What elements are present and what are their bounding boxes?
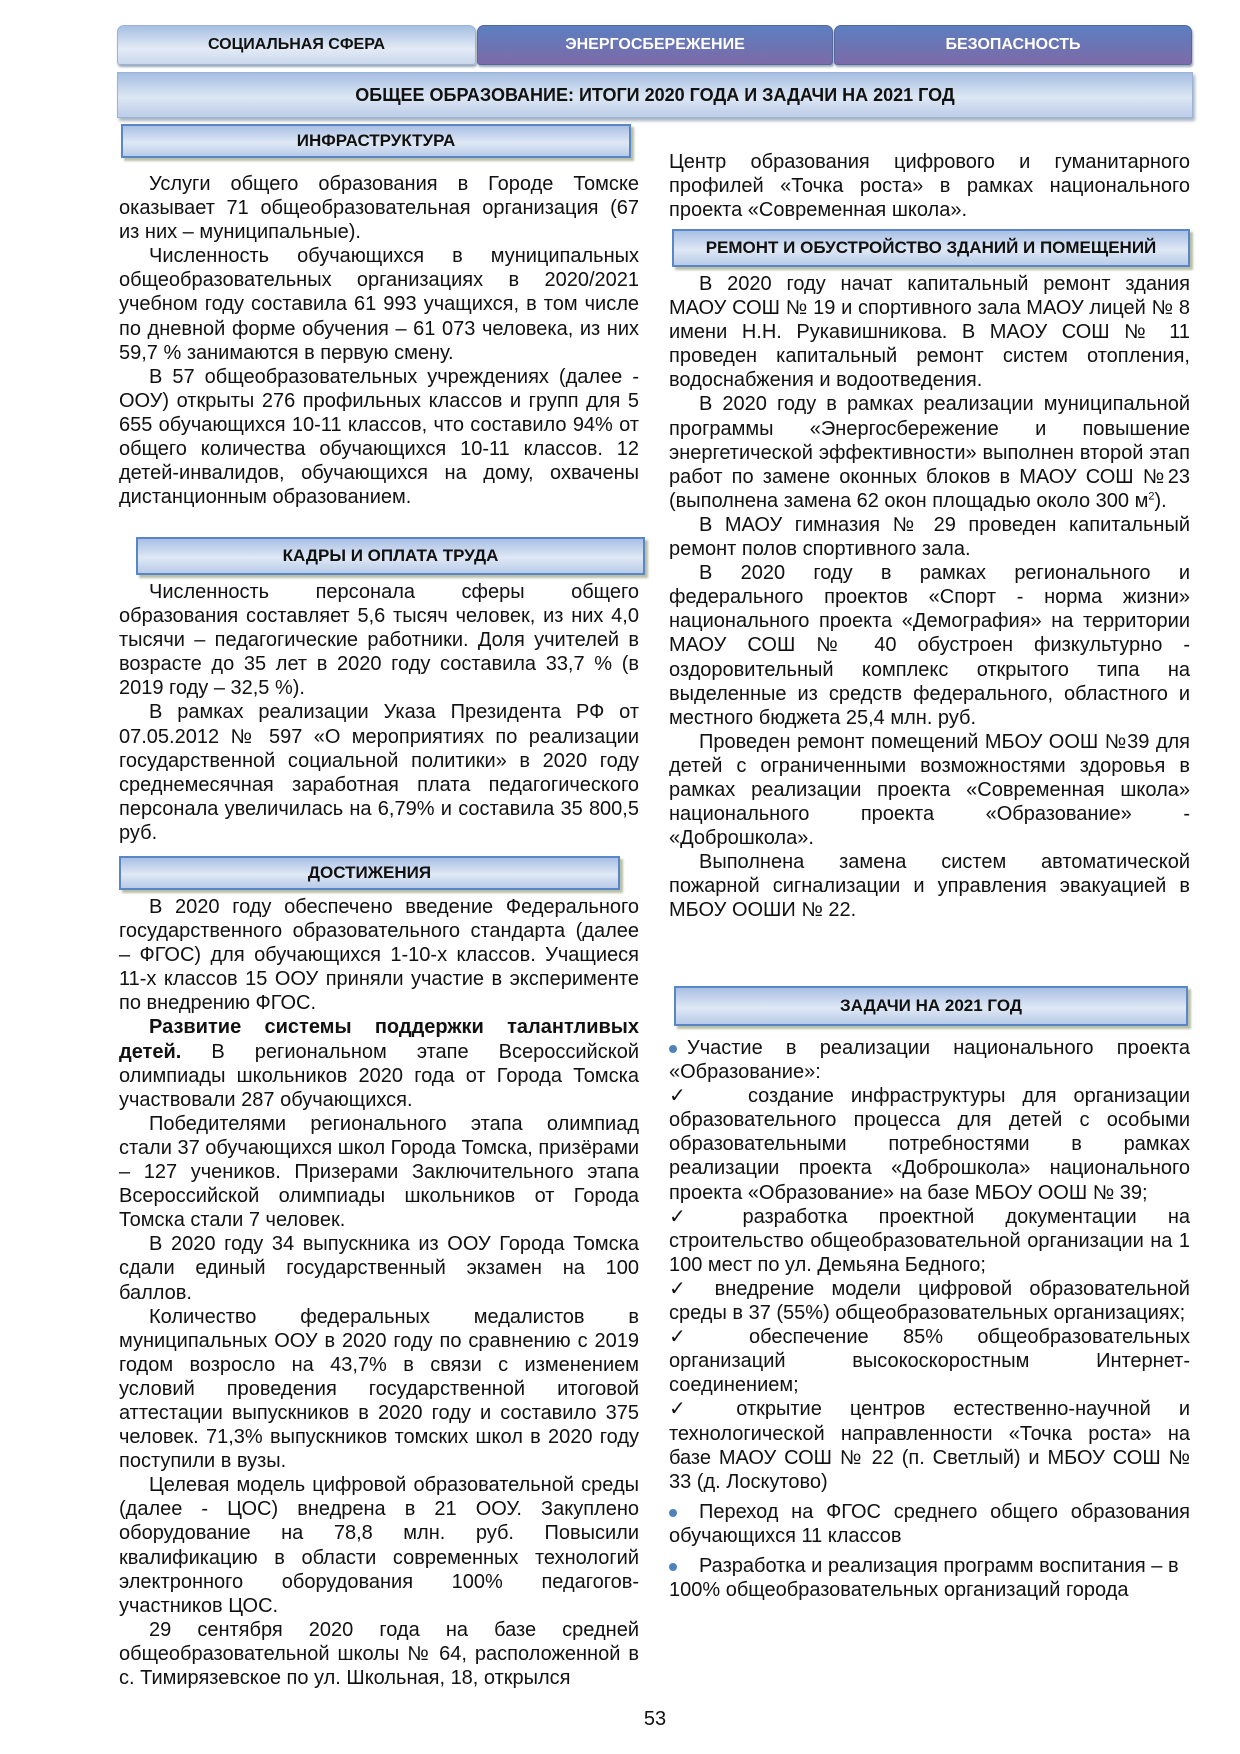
paragraph: Численность обучающихся в муниципальных … [119, 245, 639, 364]
checkmark-icon: ✓ [669, 1085, 698, 1108]
paragraph: В 2020 году обеспечено введение Федераль… [119, 896, 639, 1015]
paragraph: Целевая модель цифровой образовательной … [119, 1474, 639, 1617]
tab-social-sphere[interactable]: СОЦИАЛЬНАЯ СФЕРА [117, 25, 476, 65]
bold-lead: Развитие системы поддержки талантливых д… [119, 1016, 639, 1063]
paragraph: Выполнена замена систем автоматической п… [669, 851, 1190, 922]
bullet-icon [669, 1044, 677, 1053]
paragraph-end: ). [1154, 489, 1167, 512]
list-item: Участие в реализации национального проек… [669, 1036, 1190, 1084]
paragraph: Услуги общего образования в Городе Томск… [119, 173, 639, 244]
paragraph: Центр образования цифрового и гуманитарн… [669, 151, 1190, 222]
check-item-text: создание инфраструктуры для организации … [669, 1085, 1191, 1204]
tab-security[interactable]: БЕЗОПАСНОСТЬ [834, 25, 1192, 65]
paragraph: В 57 общеобразовательных учреждениях (да… [119, 365, 639, 509]
paragraph: Количество федеральных медалистов в муни… [119, 1305, 639, 1473]
check-item-text: внедрение модели цифровой образовательно… [669, 1277, 1190, 1325]
check-item: ✓ внедрение модели цифровой образователь… [669, 1277, 1190, 1325]
section-heading-repair: РЕМОНТ И ОБУСТРОЙСТВО ЗДАНИЙ И ПОМЕЩЕНИЙ [672, 229, 1190, 267]
section-heading-achievements: ДОСТИЖЕНИЯ [119, 856, 620, 890]
tab-energy-saving[interactable]: ЭНЕРГОСБЕРЕЖЕНИЕ [477, 25, 833, 65]
check-item-text: открытие центров естественно-научной и т… [669, 1398, 1191, 1493]
section-heading-tasks: ЗАДАЧИ НА 2021 ГОД [674, 986, 1188, 1026]
checkmark-icon: ✓ [669, 1277, 698, 1300]
section-heading-staff: КАДРЫ И ОПЛАТА ТРУДА [136, 537, 645, 575]
check-item-text: разработка проектной документации на стр… [669, 1205, 1191, 1276]
paragraph: Развитие системы поддержки талантливых д… [119, 1015, 639, 1111]
check-item-text: обеспечение 85% общеобразовательных орга… [669, 1326, 1190, 1397]
paragraph: В 2020 году в рамках реализации муниципа… [669, 392, 1190, 512]
list-item: Разработка и реализация программ воспита… [669, 1554, 1190, 1602]
infrastructure-text: Услуги общего образования в Городе Томск… [119, 172, 639, 509]
list-item-text: Переход на ФГОС среднего общего образова… [669, 1500, 1190, 1547]
check-item: ✓ создание инфраструктуры для организаци… [669, 1084, 1190, 1204]
paragraph: Численность персонала сферы общего образ… [119, 581, 639, 700]
paragraph: В 2020 году в рамках регионального и фед… [669, 562, 1190, 729]
staff-text: Численность персонала сферы общего образ… [119, 580, 639, 845]
checkmark-icon: ✓ [669, 1205, 712, 1228]
paragraph: Победителями регионального этапа олимпиа… [119, 1112, 639, 1232]
bullet-icon [669, 1508, 677, 1517]
page-title: ОБЩЕЕ ОБРАЗОВАНИЕ: ИТОГИ 2020 ГОДА И ЗАД… [117, 72, 1193, 118]
check-item: ✓ разработка проектной документации на с… [669, 1205, 1190, 1277]
list-item-text: Разработка и реализация программ воспита… [669, 1554, 1179, 1602]
paragraph: Проведен ремонт помещений МБОУ ООШ №39 д… [669, 730, 1190, 850]
list-item: Переход на ФГОС среднего общего образова… [669, 1500, 1190, 1548]
achievements-continuation: Центр образования цифрового и гуманитарн… [669, 150, 1190, 222]
bullet-icon [669, 1562, 677, 1571]
achievements-text: В 2020 году обеспечено введение Федераль… [119, 895, 639, 1690]
paragraph: В рамках реализации Указа Президента РФ … [119, 701, 639, 844]
paragraph: В МАОУ гимназия № 29 проведен капитальны… [669, 513, 1190, 561]
paragraph: В 2020 году 34 выпускника из ООУ Города … [119, 1233, 639, 1304]
section-heading-infrastructure: ИНФРАСТРУКТУРА [121, 124, 631, 158]
page-number: 53 [643, 1708, 667, 1730]
paragraph-main: В 2020 году в рамках реализации муниципа… [669, 393, 1190, 512]
list-item-text: Участие в реализации национального проек… [669, 1037, 1190, 1084]
check-item: ✓ открытие центров естественно-научной и… [669, 1397, 1190, 1493]
paragraph: В 2020 году начат капитальный ремонт зда… [669, 273, 1190, 392]
checkmark-icon: ✓ [669, 1326, 715, 1349]
paragraph-rest: В региональном этапе Всероссийской олимп… [119, 1040, 639, 1111]
paragraph: 29 сентября 2020 года на базе средней об… [119, 1618, 639, 1689]
superscript: 2 [1148, 490, 1155, 503]
tasks-list: Участие в реализации национального проек… [669, 1036, 1190, 1602]
checkmark-icon: ✓ [669, 1398, 709, 1421]
repair-text: В 2020 году начат капитальный ремонт зда… [669, 272, 1190, 923]
check-item: ✓ обеспечение 85% общеобразовательных ор… [669, 1325, 1190, 1397]
